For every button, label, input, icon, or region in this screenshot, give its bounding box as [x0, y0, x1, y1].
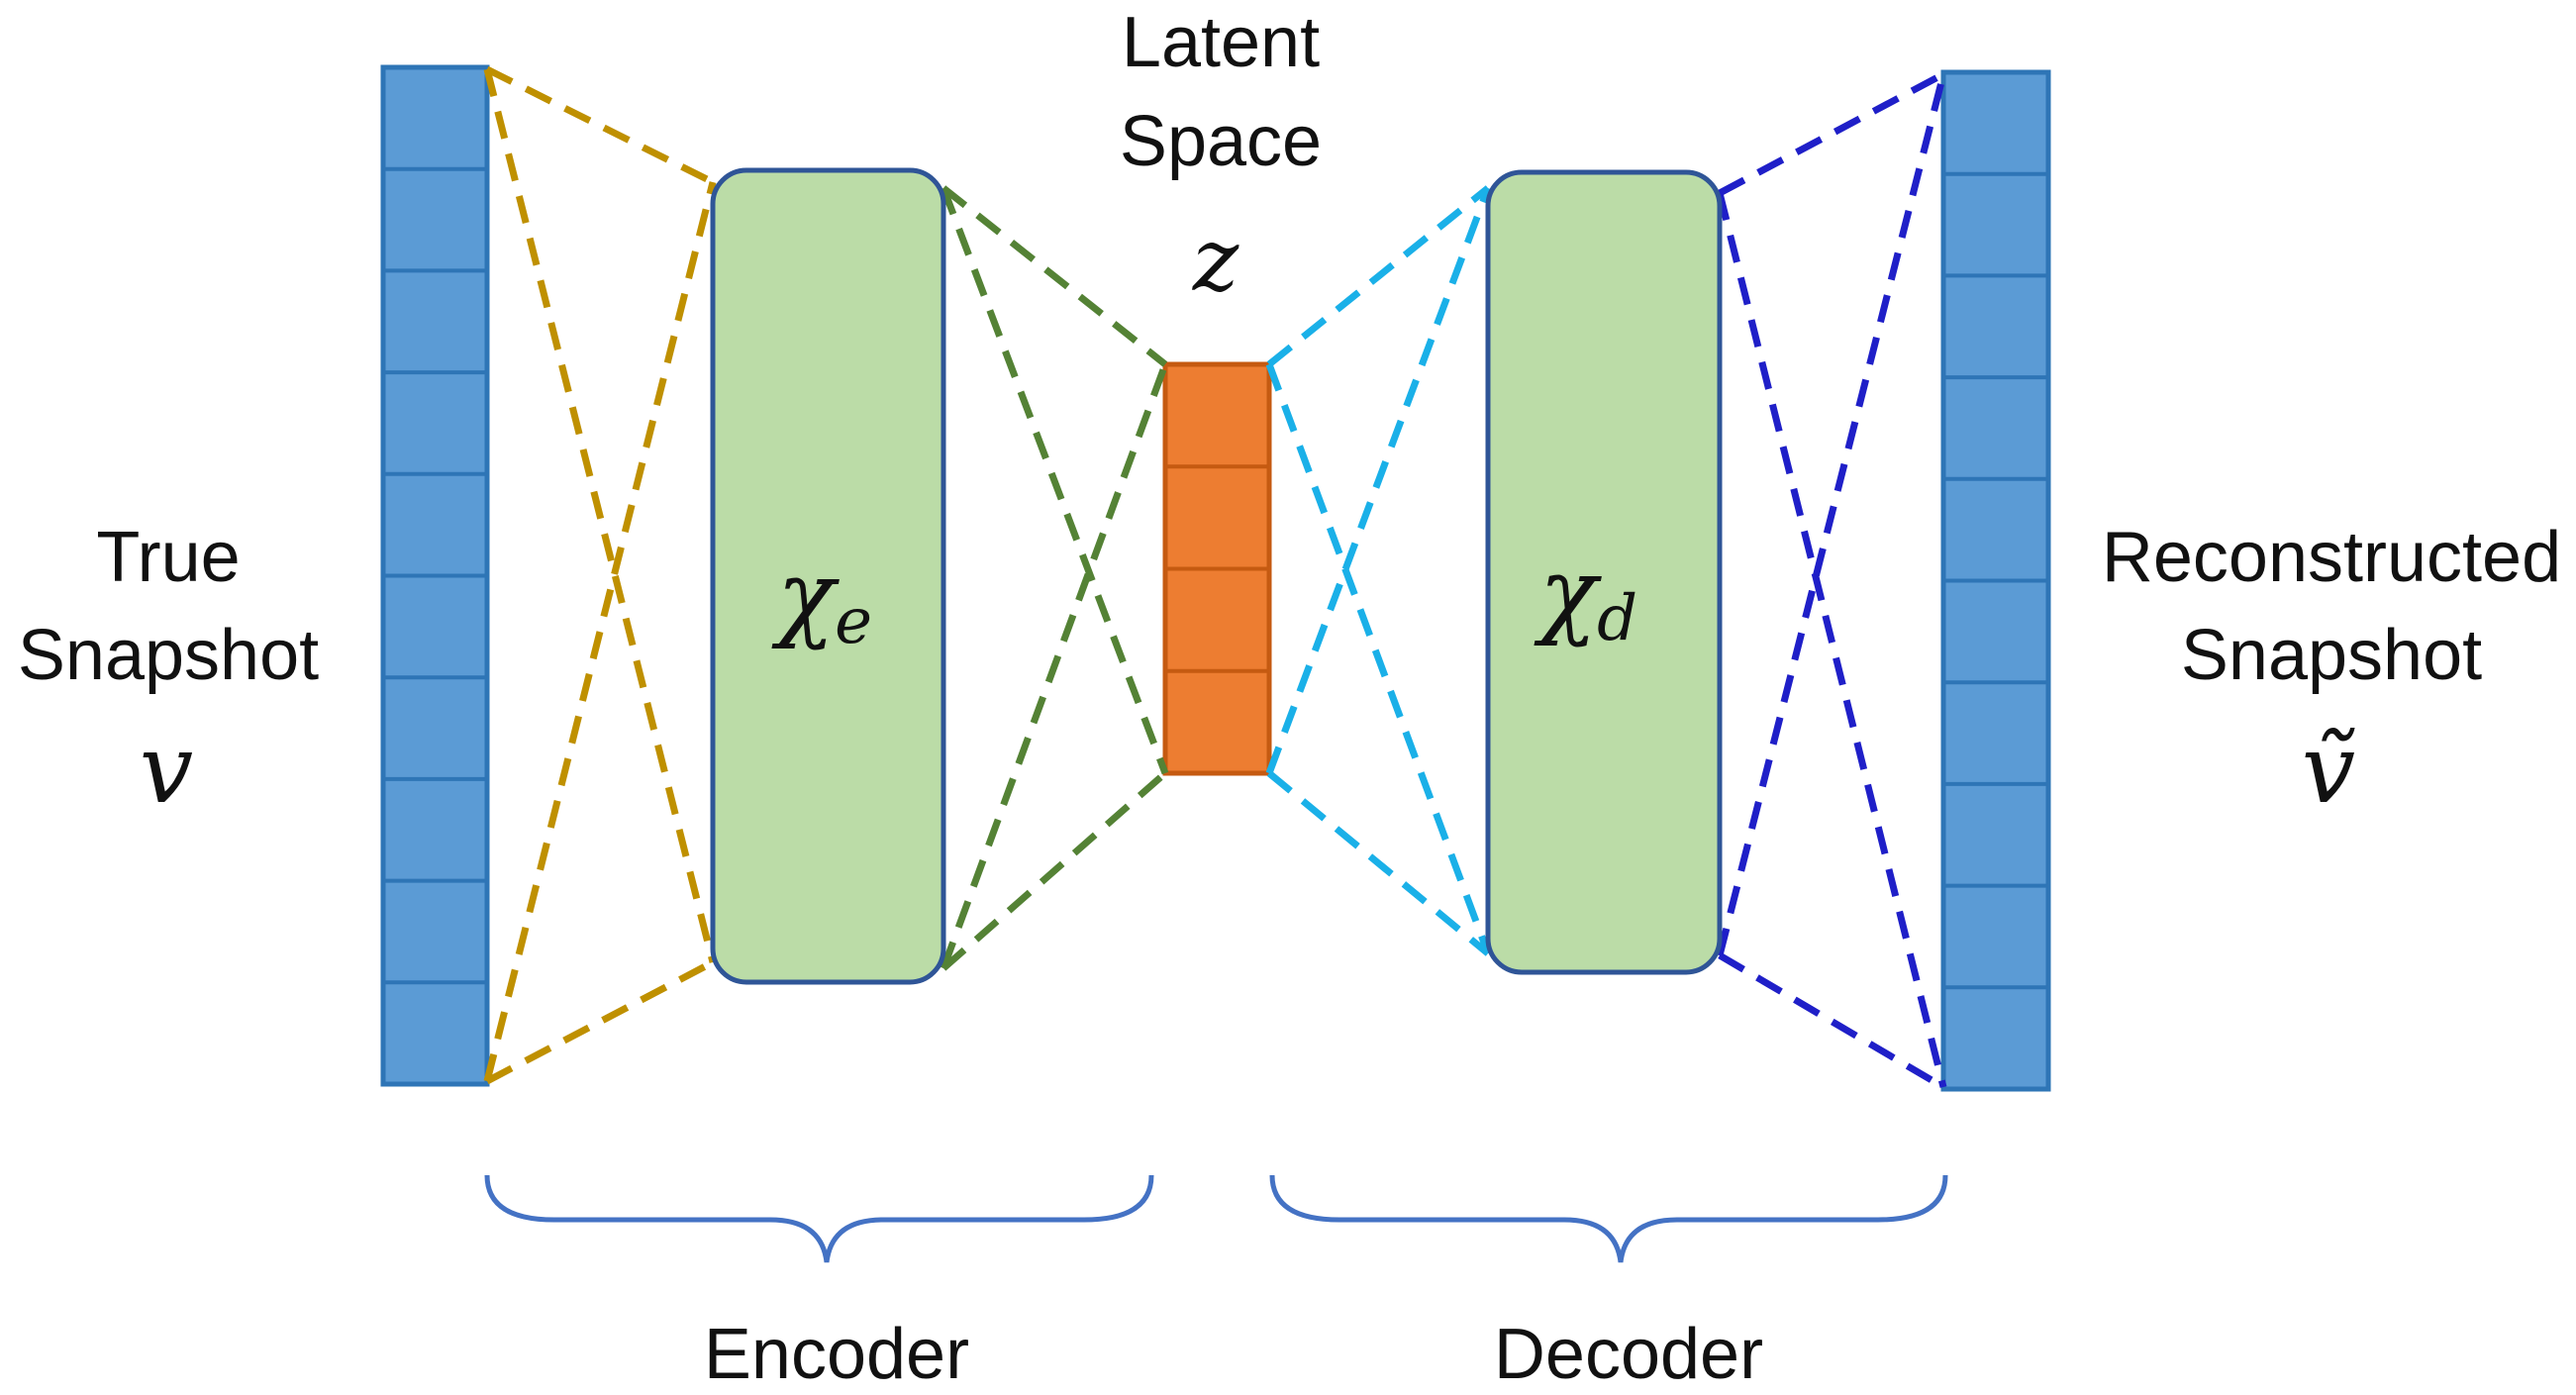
latent-title-line2: Space — [1120, 102, 1322, 181]
output-vector — [1940, 69, 2051, 1092]
encoder-label: Encoder — [704, 1315, 969, 1394]
svg-text:χe: χe — [771, 541, 872, 658]
decoder-to-output-connections — [1716, 70, 1947, 1091]
input-title-line2: Snapshot — [18, 616, 319, 695]
decoder-symbol: χ — [1534, 538, 1602, 648]
input-vector-cells — [383, 166, 487, 985]
output-symbol: ṽ — [2302, 714, 2355, 825]
encoder-symbol: χ — [771, 541, 840, 651]
output-title-line2: Snapshot — [2181, 616, 2482, 695]
encoder-subscript: e — [835, 585, 872, 658]
input-symbol: v — [140, 714, 193, 825]
decoder-subscript: d — [1597, 582, 1637, 655]
latent-vector-cells — [1165, 464, 1269, 673]
encoder-block: χe — [710, 167, 946, 985]
decoder-brace — [1269, 1174, 1948, 1263]
decoder-label: Decoder — [1494, 1315, 1763, 1394]
output-title-line1: Reconstructed — [2102, 518, 2561, 597]
input-title-line1: True — [96, 518, 240, 597]
latent-title-line1: Latent — [1122, 3, 1320, 82]
input-vector — [380, 64, 490, 1087]
svg-text:χd: χd — [1534, 538, 1637, 655]
decoder-block: χd — [1485, 169, 1723, 975]
encoder-brace — [484, 1174, 1154, 1263]
input-to-encoder-connections — [483, 65, 717, 1085]
encoder-to-latent-connections — [940, 185, 1169, 971]
latent-symbol: z — [1192, 209, 1239, 311]
latent-vector — [1162, 361, 1272, 776]
latent-to-decoder-connections — [1265, 185, 1492, 956]
output-vector-cells — [1943, 171, 2048, 990]
